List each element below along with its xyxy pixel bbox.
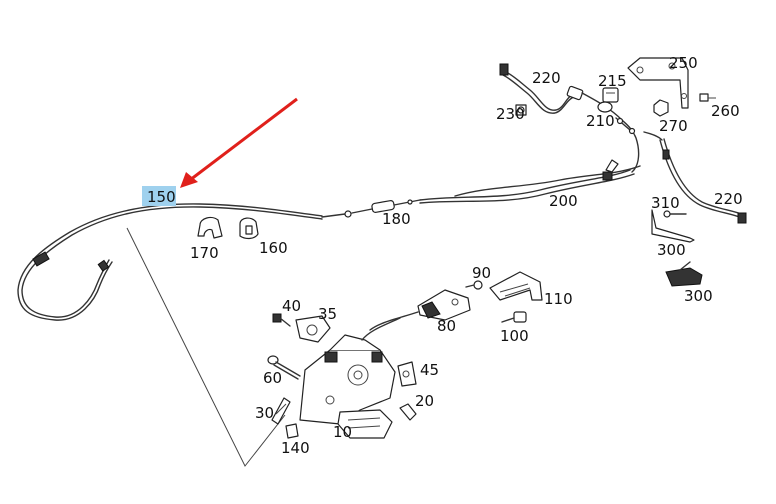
cable-clip [602,171,613,181]
label-160[interactable]: 160 [259,239,288,257]
cable-150[interactable] [17,203,323,321]
cable-220-lower[interactable] [643,131,747,224]
bracket-250[interactable] [627,57,689,109]
label-260[interactable]: 260 [711,102,740,120]
bracket-110[interactable] [489,271,543,301]
red-arrow-icon [180,97,298,188]
label-150-highlight [142,186,176,206]
label-100[interactable]: 100 [500,327,529,345]
label-40[interactable]: 40 [282,297,301,315]
cable-grommet [32,251,50,267]
connector-180[interactable] [321,199,421,218]
label-170[interactable]: 170 [190,244,219,262]
part-270[interactable] [653,99,669,117]
label-215[interactable]: 215 [598,72,627,90]
part-40[interactable] [272,313,291,327]
clip-170[interactable] [197,216,223,239]
label-210[interactable]: 210 [586,112,615,130]
clip-160[interactable] [239,217,259,240]
label-35[interactable]: 35 [318,305,337,323]
label-60[interactable]: 60 [263,369,282,387]
label-300-lower[interactable]: 300 [684,287,713,305]
part-45[interactable] [397,361,417,387]
label-90[interactable]: 90 [472,264,491,282]
part-100[interactable] [501,311,527,323]
label-10[interactable]: 10 [333,423,352,441]
part-20[interactable] [399,403,417,421]
part-215[interactable] [602,87,619,103]
part-260[interactable] [699,93,716,102]
label-270[interactable]: 270 [659,117,688,135]
label-20[interactable]: 20 [415,392,434,410]
part-210[interactable] [597,101,636,135]
label-110[interactable]: 110 [544,290,573,308]
label-80[interactable]: 80 [437,317,456,335]
label-180[interactable]: 180 [382,210,411,228]
label-220-lower[interactable]: 220 [714,190,743,208]
label-140[interactable]: 140 [281,439,310,457]
part-90[interactable] [465,280,483,290]
bracket-300-upper[interactable] [651,209,695,243]
cable-end-fitting [97,259,110,272]
bracket-300-lower[interactable] [665,261,703,287]
label-250[interactable]: 250 [669,54,698,72]
label-300-upper[interactable]: 300 [657,241,686,259]
part-35[interactable] [295,315,331,343]
part-80[interactable] [417,289,471,321]
label-45[interactable]: 45 [420,361,439,379]
part-230[interactable] [515,104,527,116]
label-30[interactable]: 30 [255,404,274,422]
part-140[interactable] [285,423,299,439]
leader-line [126,227,286,467]
pedal-assembly-10[interactable] [299,317,401,439]
part-60[interactable] [267,355,301,380]
label-200[interactable]: 200 [549,192,578,210]
cable-200[interactable] [419,119,641,204]
label-150[interactable]: 150 [147,188,176,206]
label-310[interactable]: 310 [651,194,680,212]
cable-end [499,63,509,76]
label-220-upper[interactable]: 220 [532,69,561,87]
part-30[interactable] [271,397,291,425]
label-230[interactable]: 230 [496,105,525,123]
